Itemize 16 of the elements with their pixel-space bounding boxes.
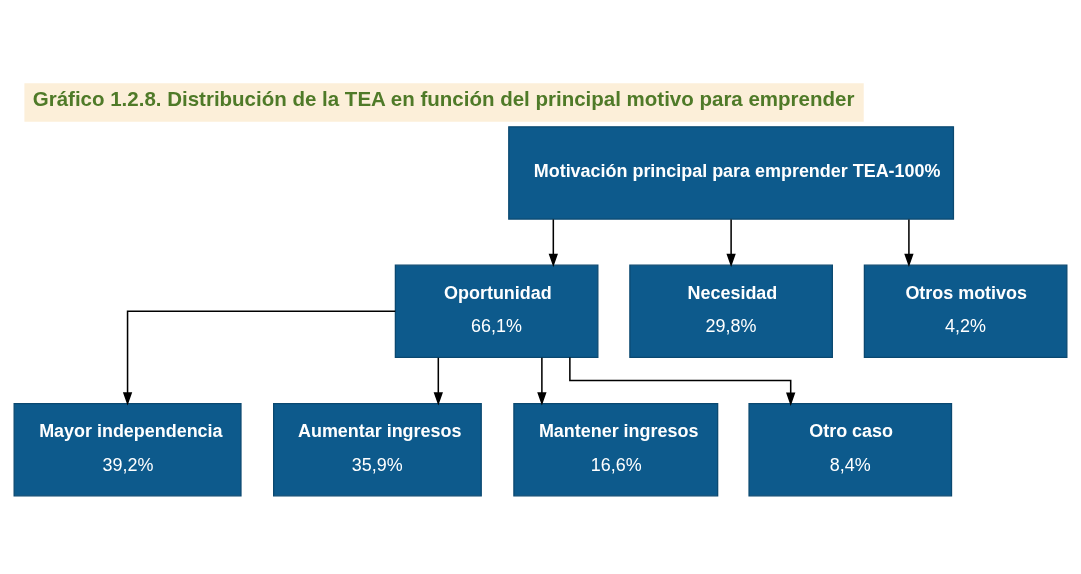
node-box: Otros motivos 4,2% xyxy=(863,264,1068,359)
arrow xyxy=(433,357,443,406)
arrow xyxy=(904,218,914,268)
arrow xyxy=(537,357,547,406)
arrow xyxy=(726,218,736,268)
node-box: Aumentar ingresos 35,9% xyxy=(273,402,482,497)
arrow xyxy=(569,356,796,406)
node-box: Mantener ingresos 16,6% xyxy=(513,402,719,497)
node-box: Mayor independencia 39,2% xyxy=(13,402,242,497)
arrow xyxy=(548,218,558,268)
arrow xyxy=(122,310,397,406)
node-box: Necesidad 29,8% xyxy=(629,264,833,359)
node-box: Oportunidad 66,1% xyxy=(394,264,599,359)
node-box: Otro caso 8,4% xyxy=(748,402,953,497)
diagram-title: Gráfico 1.2.8. Distribución de la TEA en función del principal motivo para emprender xyxy=(32,87,855,111)
node-box: Motivación principal para emprender TEA-100% xyxy=(508,126,955,220)
